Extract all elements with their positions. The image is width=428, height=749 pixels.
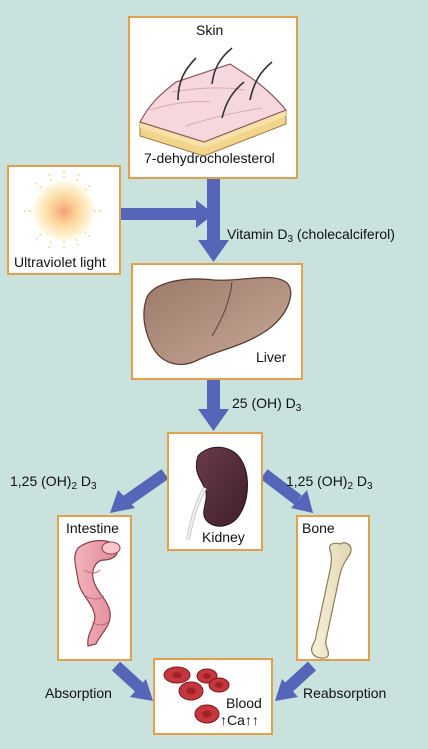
arrow-liver-kidney-head (198, 409, 229, 431)
bone-caption: Bone (302, 520, 335, 536)
arrow-skin-liver-head (198, 240, 229, 262)
arrows (110, 178, 317, 701)
oh125-d3-label-right: 1,25 (OH)2 D3 (286, 473, 373, 492)
arrow-bone-blood-shaft (283, 661, 317, 693)
bone-illustration (311, 542, 352, 659)
arrow-uv-head (196, 200, 214, 228)
arrow-liver-kidney-shaft (207, 379, 220, 412)
arrow-kidney-bone-shaft (260, 469, 302, 505)
sun-icon (24, 171, 104, 251)
vitamin-d3-label: Vitamin D3 (cholecalciferol) (227, 226, 395, 245)
absorption-label: Absorption (45, 685, 112, 701)
oh25-d3-label: 25 (OH) D3 (232, 395, 302, 414)
arrow-kidney-intestine-head (110, 490, 135, 513)
arrow-bone-blood-head (275, 679, 298, 701)
intestine-illustration (74, 539, 121, 647)
skin-title: Skin (196, 22, 224, 38)
liver-caption: Liver (256, 349, 287, 365)
blood-calcium: ↑Ca↑↑ (220, 712, 259, 728)
arrow-skin-liver-shaft (207, 178, 220, 243)
skin-caption: 7-dehydrocholesterol (144, 150, 275, 166)
arrow-uv-shaft (120, 208, 200, 220)
intestine-caption: Intestine (66, 520, 119, 536)
reabsorption-label: Reabsorption (303, 685, 387, 701)
blood-caption: Blood (226, 695, 262, 711)
arrow-intestine-blood-shaft (111, 661, 145, 693)
arrow-intestine-blood-head (130, 679, 153, 701)
blood-cells-illustration (163, 666, 230, 724)
skin-illustration (139, 47, 287, 157)
uv-caption: Ultraviolet light (14, 254, 106, 270)
kidney-caption: Kidney (202, 529, 245, 545)
kidney-illustration (186, 446, 248, 541)
oh125-d3-label-left: 1,25 (OH)2 D3 (10, 473, 97, 492)
liver-illustration (143, 276, 292, 365)
arrow-kidney-bone-head (291, 490, 313, 513)
arrow-kidney-intestine-shaft (121, 469, 169, 507)
